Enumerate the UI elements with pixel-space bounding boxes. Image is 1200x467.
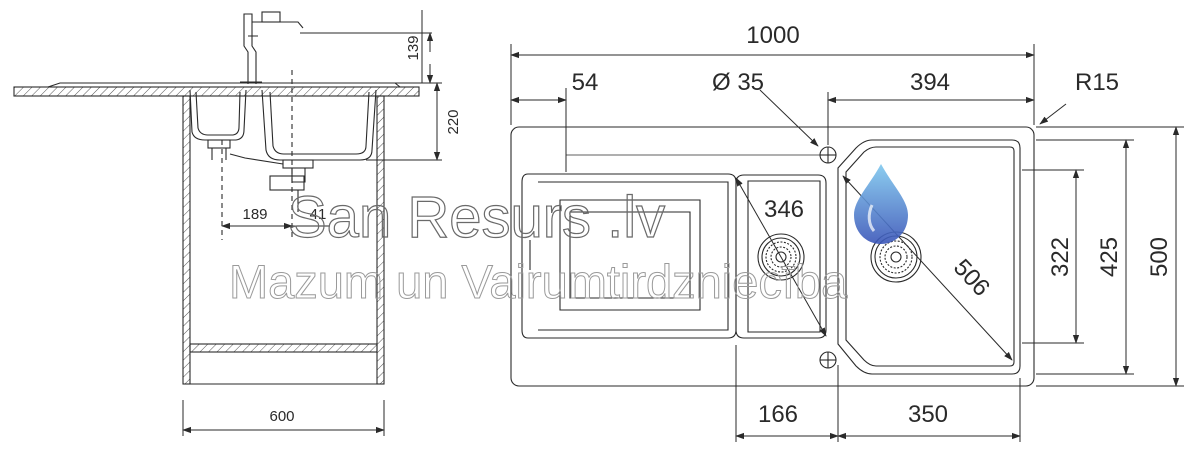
sink-outline — [510, 126, 1035, 387]
side-view — [13, 11, 442, 385]
watermark-tagline: Mazum un Vairumtirdzniecība — [229, 255, 848, 308]
dim-small-bowl-length: 166 — [758, 401, 798, 428]
cabinet-left-wall — [182, 95, 191, 385]
dim-bowl-height: 425 — [1096, 237, 1123, 277]
dim-overall-width: 500 — [1146, 237, 1173, 277]
dim-drainboard-offset: 54 — [572, 69, 599, 96]
dim-corner-radius: R15 — [1075, 69, 1119, 96]
dimension-lines — [182, 10, 1184, 442]
main-drain — [282, 159, 314, 169]
watermark: San Resurs .lv Mazum un Vairumtirdzniecī… — [229, 164, 908, 309]
dim-cabinet-width: 600 — [269, 408, 294, 425]
dim-drain-spacing: 41 — [310, 206, 327, 223]
faucet — [243, 13, 257, 84]
dim-overall-length: 1000 — [746, 22, 799, 49]
sink-rim — [47, 82, 401, 88]
dim-bowl-depth: 220 — [445, 109, 462, 134]
dim-bowl-inner-height: 322 — [1047, 237, 1074, 277]
watermark-brand: San Resurs .lv — [288, 185, 665, 250]
dim-faucet-height: 139 — [405, 35, 422, 60]
dim-main-bowl-length: 350 — [908, 401, 948, 428]
main-bowl — [837, 139, 1021, 375]
dim-small-bowl-width: 346 — [764, 196, 804, 223]
countertop — [13, 86, 420, 97]
cabinet-bottom — [189, 343, 378, 353]
dim-tap-hole: Ø 35 — [712, 69, 764, 96]
main-bowl-section — [261, 89, 377, 161]
dim-bowl-diagonal: 506 — [948, 254, 995, 302]
dim-bowl-offset: 394 — [910, 69, 950, 96]
dim-drain-offset: 189 — [242, 206, 267, 223]
water-drop-icon — [854, 164, 908, 244]
siphon-pipe — [229, 153, 306, 183]
drainboard — [521, 173, 737, 339]
small-drain — [207, 139, 231, 149]
